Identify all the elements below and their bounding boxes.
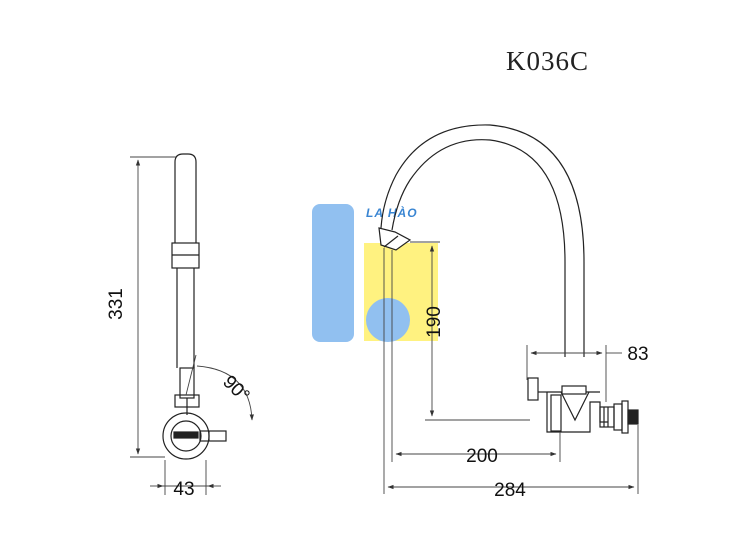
front-body-value: 83 bbox=[627, 344, 648, 365]
angle-arc bbox=[196, 365, 254, 421]
watermark-logo: LA HÀO bbox=[312, 204, 438, 342]
side-pipe-top bbox=[174, 153, 197, 245]
valve-body bbox=[546, 392, 608, 433]
wall-fitting bbox=[599, 406, 615, 428]
side-handle bbox=[199, 430, 227, 442]
spout-inner bbox=[380, 124, 585, 357]
side-view bbox=[162, 153, 227, 460]
model-code: K036C bbox=[506, 46, 590, 76]
watermark-blue-bar bbox=[312, 204, 354, 342]
side-dimensions bbox=[130, 156, 254, 495]
watermark-blue-dot bbox=[366, 298, 410, 342]
front-drop-value: 190 bbox=[424, 306, 445, 338]
front-handle bbox=[527, 377, 539, 401]
watermark-text: LA HÀO bbox=[366, 205, 418, 220]
spout-outer bbox=[391, 139, 566, 357]
side-width-value: 43 bbox=[173, 479, 194, 500]
front-view bbox=[378, 124, 639, 434]
front-reach-value: 200 bbox=[466, 446, 498, 467]
front-total-value: 284 bbox=[494, 480, 526, 501]
front-dimensions bbox=[383, 241, 639, 494]
side-height-value: 331 bbox=[106, 288, 127, 320]
angle-value: 90° bbox=[218, 372, 253, 407]
